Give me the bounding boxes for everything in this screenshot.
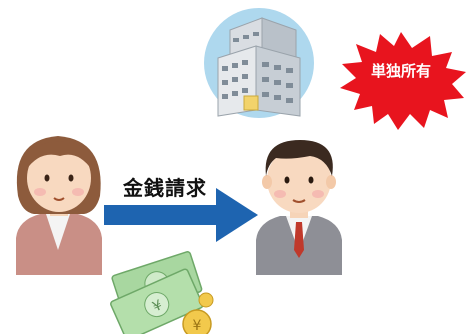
transfer-arrow bbox=[104, 188, 258, 242]
ownership-badge bbox=[340, 32, 466, 130]
ownership-badge-label: 単独所有 bbox=[370, 62, 431, 80]
building-illustration bbox=[204, 8, 314, 118]
man-person-icon bbox=[256, 140, 342, 275]
money-claim-label: 金銭請求 bbox=[123, 176, 207, 200]
svg-text:¥: ¥ bbox=[193, 318, 202, 334]
building-icon bbox=[217, 17, 301, 117]
woman-person-icon bbox=[16, 136, 102, 275]
money-icon: ¥ ¥ bbox=[110, 251, 214, 334]
